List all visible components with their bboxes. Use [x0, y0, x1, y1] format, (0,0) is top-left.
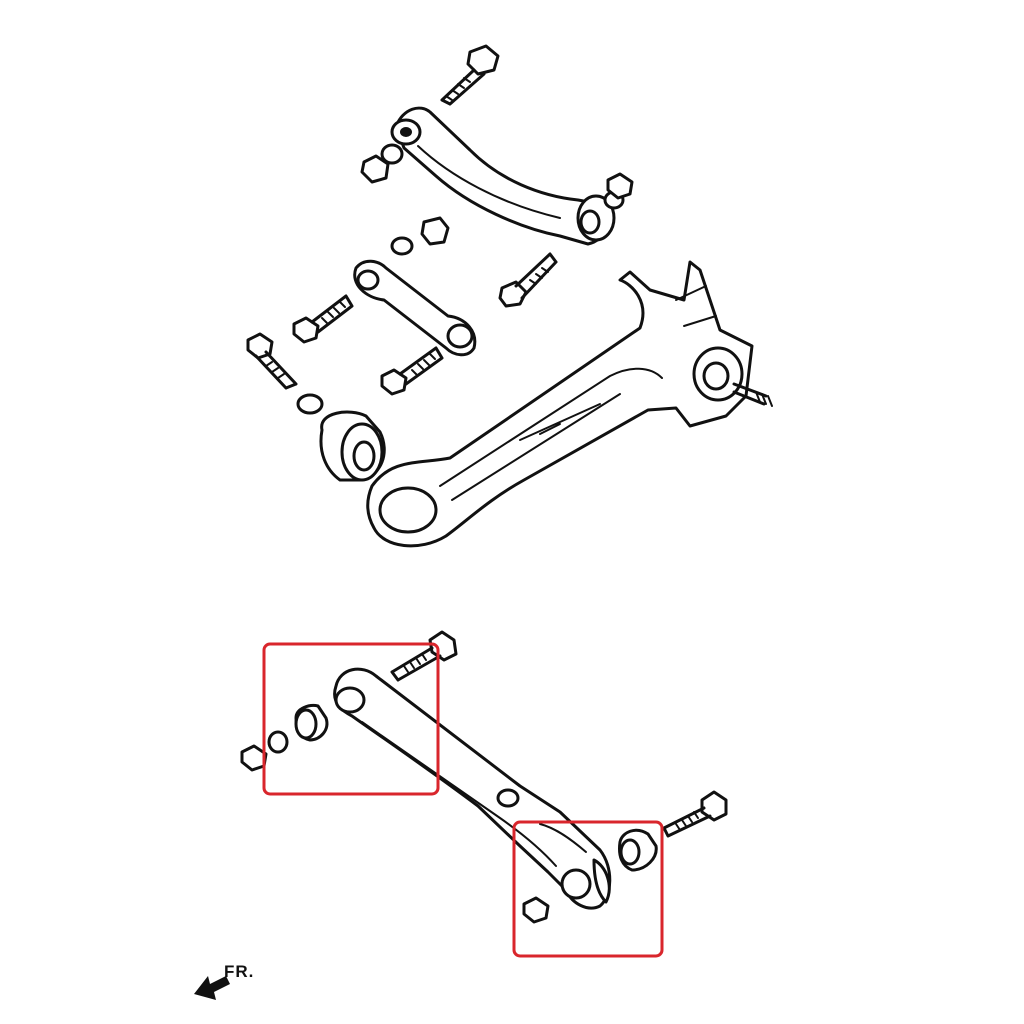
nut-upper-front [360, 154, 390, 184]
front-direction-arrow-icon [194, 976, 230, 1000]
washer-upper-front [380, 143, 404, 165]
trailing-arm-bushing [319, 410, 386, 482]
rear-bushing-group-highlight [512, 820, 664, 958]
upper-control-arm [360, 44, 634, 246]
bolt-upper-arm [440, 44, 500, 106]
lower-control-arm [333, 667, 612, 910]
middle-link-parts [390, 216, 558, 308]
trailing-arm [366, 260, 773, 548]
rear-bushing-parts [522, 790, 728, 924]
front-direction-label: FR. [224, 962, 255, 981]
lateral-link [246, 259, 477, 415]
front-bushing-group-highlight [262, 642, 440, 796]
nut-upper-rear [606, 172, 634, 200]
